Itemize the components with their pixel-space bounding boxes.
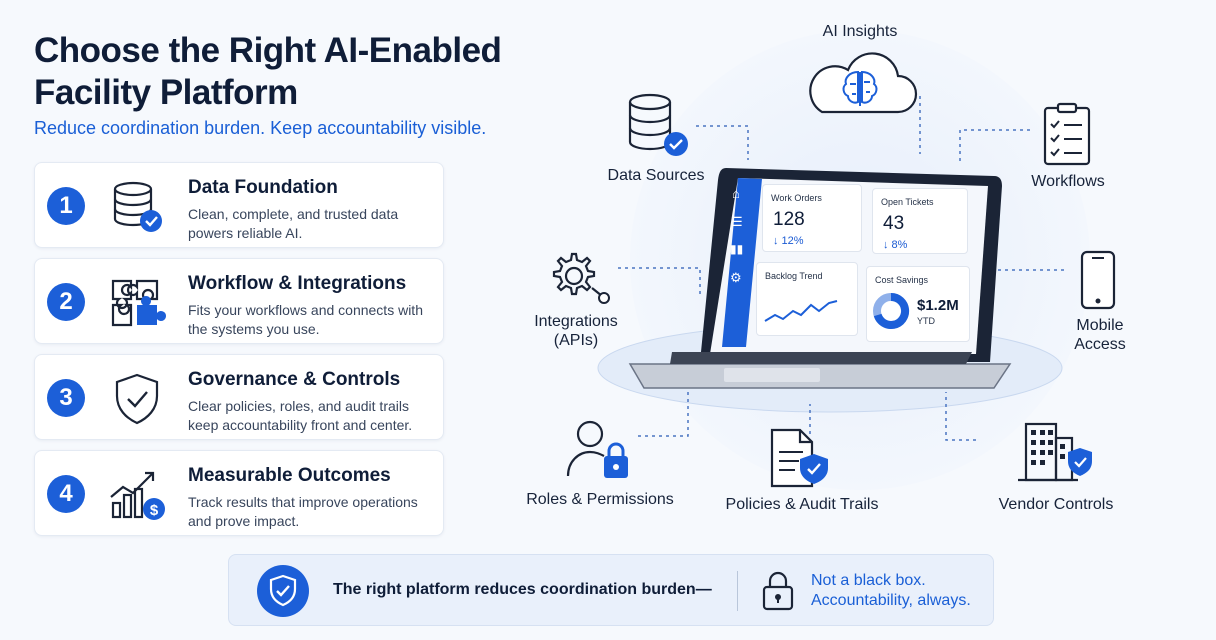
cost-savings-card[interactable]: Cost Savings $1.2M YTD	[866, 266, 970, 342]
card-description: Clear policies, roles, and audit trails …	[188, 398, 413, 433]
banner-note-line1: Not a black box.	[811, 572, 926, 589]
database-check-icon	[113, 181, 162, 232]
growth-chart-icon: $	[110, 471, 165, 520]
backlog-trend-card[interactable]: Backlog Trend	[756, 262, 858, 336]
open-tickets-card[interactable]: Open Tickets 43 ↓ 8%	[872, 188, 968, 254]
banner-divider	[737, 571, 738, 611]
list-nav-icon[interactable]: ☰	[731, 214, 743, 229]
step-number: 4	[47, 475, 85, 513]
home-nav-icon[interactable]: ⌂	[732, 186, 740, 201]
work-orders-card[interactable]: Work Orders 128 ↓ 12%	[762, 184, 862, 252]
card-title: Governance & Controls	[188, 369, 401, 390]
backlog-trend-title: Backlog Trend	[765, 271, 823, 281]
work-orders-title: Work Orders	[771, 193, 822, 203]
page-title: Choose the Right AI-Enabled Facility Pla…	[34, 31, 502, 112]
backlog-trend-line	[764, 300, 838, 322]
step-number: 1	[47, 187, 85, 225]
card-workflow-integrations: 2 Workflow & Integrations Fits your work…	[34, 258, 444, 344]
card-description: Fits your workflows and connects with th…	[188, 302, 423, 337]
label-integrations: Integrations (APIs)	[534, 313, 618, 349]
lock-icon	[762, 571, 794, 611]
data-sources-icon	[628, 93, 688, 156]
label-policies-audit: Policies & Audit Trails	[725, 496, 879, 513]
work-orders-delta: ↓ 12%	[773, 235, 804, 247]
label-workflows: Workflows	[1031, 173, 1105, 190]
gear-nav-icon[interactable]: ⚙	[730, 270, 742, 285]
label-roles-permissions: Roles & Permissions	[526, 491, 674, 508]
policies-document-icon	[770, 428, 828, 488]
svg-text:$: $	[150, 502, 159, 519]
page-subtitle: Reduce coordination burden. Keep account…	[34, 118, 487, 138]
banner-note-line2: Accountability, always.	[811, 592, 971, 609]
step-number: 3	[47, 379, 85, 417]
card-description: Track results that improve operations an…	[188, 494, 418, 529]
banner-text: The right platform reduces coordination …	[333, 581, 712, 598]
chart-nav-icon[interactable]: ▮▮	[730, 242, 744, 256]
platform-diagram: AI Insights Data Sources Workflows	[500, 0, 1216, 550]
puzzle-icon	[111, 279, 166, 327]
card-governance-controls: 3 Governance & Controls Clear policies, …	[34, 354, 444, 440]
card-title: Workflow & Integrations	[188, 273, 407, 294]
ai-brain-cloud-icon	[809, 52, 918, 114]
mobile-phone-icon	[1080, 250, 1116, 310]
shield-check-icon	[257, 565, 309, 617]
banner-note: Not a black box. Accountability, always.	[811, 571, 991, 611]
work-orders-value: 128	[773, 209, 805, 230]
card-measurable-outcomes: 4 $ Measurable Outcomes Track results th…	[34, 450, 444, 536]
open-tickets-title: Open Tickets	[881, 197, 934, 207]
summary-banner: The right platform reduces coordination …	[228, 554, 994, 626]
card-title: Measurable Outcomes	[188, 465, 391, 486]
vendor-building-icon	[1018, 422, 1092, 482]
cost-savings-sub: YTD	[917, 316, 935, 326]
card-data-foundation: 1 Data Foundation Clean, complete, and t…	[34, 162, 444, 248]
label-ai-insights: AI Insights	[822, 23, 898, 40]
cost-savings-donut	[873, 292, 910, 329]
open-tickets-value: 43	[883, 213, 905, 234]
roles-user-lock-icon	[566, 420, 628, 478]
card-description: Clean, complete, and trusted data powers…	[188, 206, 399, 241]
integrations-gear-icon	[552, 252, 610, 304]
label-vendor-controls: Vendor Controls	[998, 496, 1114, 513]
label-data-sources: Data Sources	[607, 167, 705, 184]
cost-savings-title: Cost Savings	[875, 275, 929, 285]
label-mobile-access: Mobile Access	[1074, 317, 1126, 353]
card-title: Data Foundation	[188, 177, 338, 198]
workflows-clipboard-icon	[1043, 102, 1091, 166]
open-tickets-delta: ↓ 8%	[883, 239, 908, 251]
step-number: 2	[47, 283, 85, 321]
shield-check-icon	[115, 373, 159, 425]
cost-savings-value: $1.2M	[917, 297, 959, 314]
